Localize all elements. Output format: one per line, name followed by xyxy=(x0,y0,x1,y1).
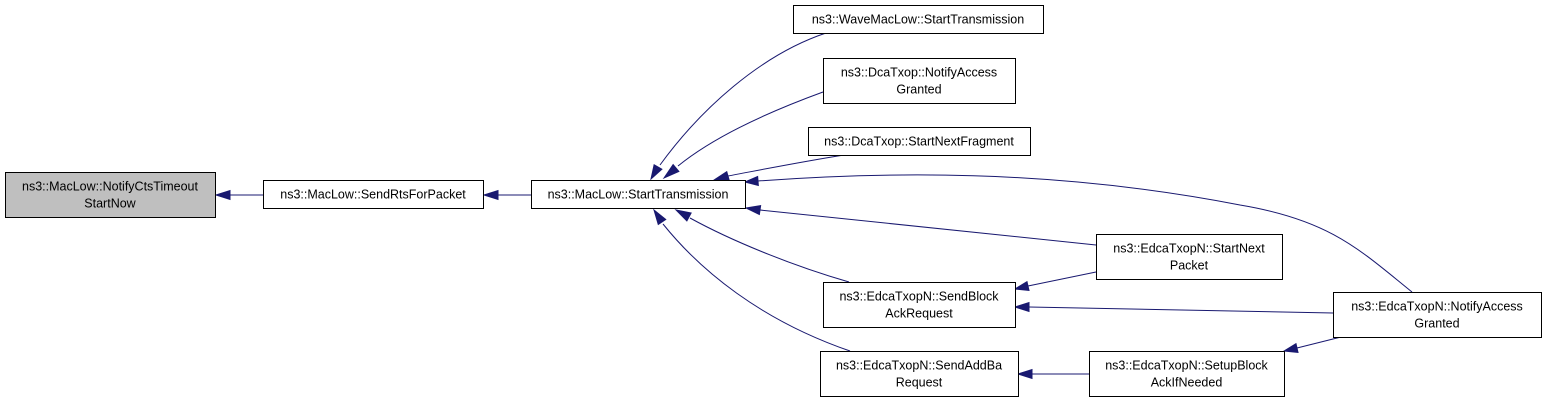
arrowhead-icon xyxy=(1013,301,1030,313)
edge-line xyxy=(662,223,851,352)
node-label-line: ns3::MacLow::SendRtsForPacket xyxy=(280,188,466,202)
edge-wavemaclow-start-transmission-to-maclow-start-transmission xyxy=(650,32,827,181)
arrowhead-icon xyxy=(214,189,231,201)
arrowhead-icon xyxy=(650,163,663,181)
edge-line xyxy=(689,217,850,283)
arrowhead-icon xyxy=(674,209,692,222)
node-box xyxy=(823,282,1016,328)
edge-edcatxopn-start-next-packet-to-edcatxopn-send-block-ack-request xyxy=(1013,271,1097,291)
call-graph-nodes: ns3::MacLow::NotifyCtsTimeoutStartNowns3… xyxy=(5,5,1542,397)
arrowhead-icon xyxy=(712,170,730,181)
node-label-line: ns3::EdcaTxopN::NotifyAccess xyxy=(1351,300,1523,314)
edge-edcatxopn-notify-access-granted-to-maclow-start-transmission xyxy=(743,174,1413,293)
edge-line xyxy=(677,91,824,167)
node-label-line: ns3::EdcaTxopN::StartNext xyxy=(1113,242,1265,256)
edge-line xyxy=(759,209,1097,246)
node-label-line: AckIfNeeded xyxy=(1151,376,1223,390)
node-box xyxy=(1096,234,1283,280)
arrowhead-icon xyxy=(744,204,762,216)
node-box xyxy=(823,58,1016,104)
node-box xyxy=(5,172,216,218)
node-label-line: Granted xyxy=(1414,317,1459,331)
edge-edcatxopn-notify-access-granted-to-edcatxopn-send-block-ack-request xyxy=(1013,301,1334,314)
edge-line xyxy=(757,174,1413,293)
node-label-line: Granted xyxy=(896,83,941,97)
arrowhead-icon xyxy=(1282,342,1299,353)
arrowhead-icon xyxy=(482,189,499,201)
edge-line xyxy=(727,154,845,177)
node-label-line: ns3::MacLow::NotifyCtsTimeout xyxy=(22,180,199,194)
node-label-line: ns3::MacLow::StartTransmission xyxy=(548,188,729,202)
edge-edcatxopn-start-next-packet-to-maclow-start-transmission xyxy=(744,204,1097,246)
node-label-line: ns3::EdcaTxopN::SendAddBa xyxy=(836,359,1002,373)
node-box xyxy=(1089,351,1285,397)
edge-dcatxop-notify-access-granted-to-maclow-start-transmission xyxy=(662,91,824,180)
arrowhead-icon xyxy=(662,163,680,180)
arrowhead-icon xyxy=(653,208,667,226)
edge-line xyxy=(659,32,827,166)
node-wavemaclow-start-transmission[interactable]: ns3::WaveMacLow::StartTransmission xyxy=(793,5,1044,34)
node-box xyxy=(820,351,1019,397)
edge-line xyxy=(1027,271,1097,287)
node-send-rts-for-packet[interactable]: ns3::MacLow::SendRtsForPacket xyxy=(263,180,484,209)
node-box xyxy=(1333,292,1542,338)
edge-maclow-start-transmission-to-send-rts-for-packet xyxy=(482,189,531,201)
node-label-line: Packet xyxy=(1170,259,1209,273)
node-label-line: ns3::EdcaTxopN::SendBlock xyxy=(839,290,999,304)
node-box xyxy=(531,180,746,209)
edge-line xyxy=(1028,306,1334,314)
node-label-line: ns3::WaveMacLow::StartTransmission xyxy=(812,13,1024,27)
edge-edcatxopn-send-add-ba-request-to-maclow-start-transmission xyxy=(653,208,851,352)
node-label-line: Request xyxy=(896,376,943,390)
arrowhead-icon xyxy=(1016,368,1033,380)
node-maclow-start-transmission[interactable]: ns3::MacLow::StartTransmission xyxy=(531,180,746,209)
node-box xyxy=(808,127,1031,156)
call-graph-edges xyxy=(214,32,1413,380)
node-box xyxy=(263,180,484,209)
edge-edcatxopn-send-block-ack-request-to-maclow-start-transmission xyxy=(674,209,850,283)
node-label-line: StartNow xyxy=(84,197,136,211)
edge-edcatxopn-notify-access-granted-to-edcatxopn-setup-block-ack-if-needed xyxy=(1282,336,1342,353)
arrowhead-icon xyxy=(1013,280,1030,291)
arrowhead-icon xyxy=(743,175,759,187)
node-box xyxy=(793,5,1044,34)
edge-send-rts-for-packet-to-notify-cts-timeout-start-now xyxy=(214,189,263,201)
node-dcatxop-start-next-fragment[interactable]: ns3::DcaTxop::StartNextFragment xyxy=(808,127,1031,156)
node-label-line: ns3::EdcaTxopN::SetupBlock xyxy=(1105,359,1268,373)
edge-line xyxy=(1296,336,1342,349)
node-label-line: AckRequest xyxy=(885,307,953,321)
edge-dcatxop-start-next-fragment-to-maclow-start-transmission xyxy=(712,154,845,181)
node-label-line: ns3::DcaTxop::StartNextFragment xyxy=(824,135,1014,149)
node-label-line: ns3::DcaTxop::NotifyAccess xyxy=(841,66,997,80)
edge-edcatxopn-setup-block-ack-if-needed-to-edcatxopn-send-add-ba-request xyxy=(1016,368,1089,380)
